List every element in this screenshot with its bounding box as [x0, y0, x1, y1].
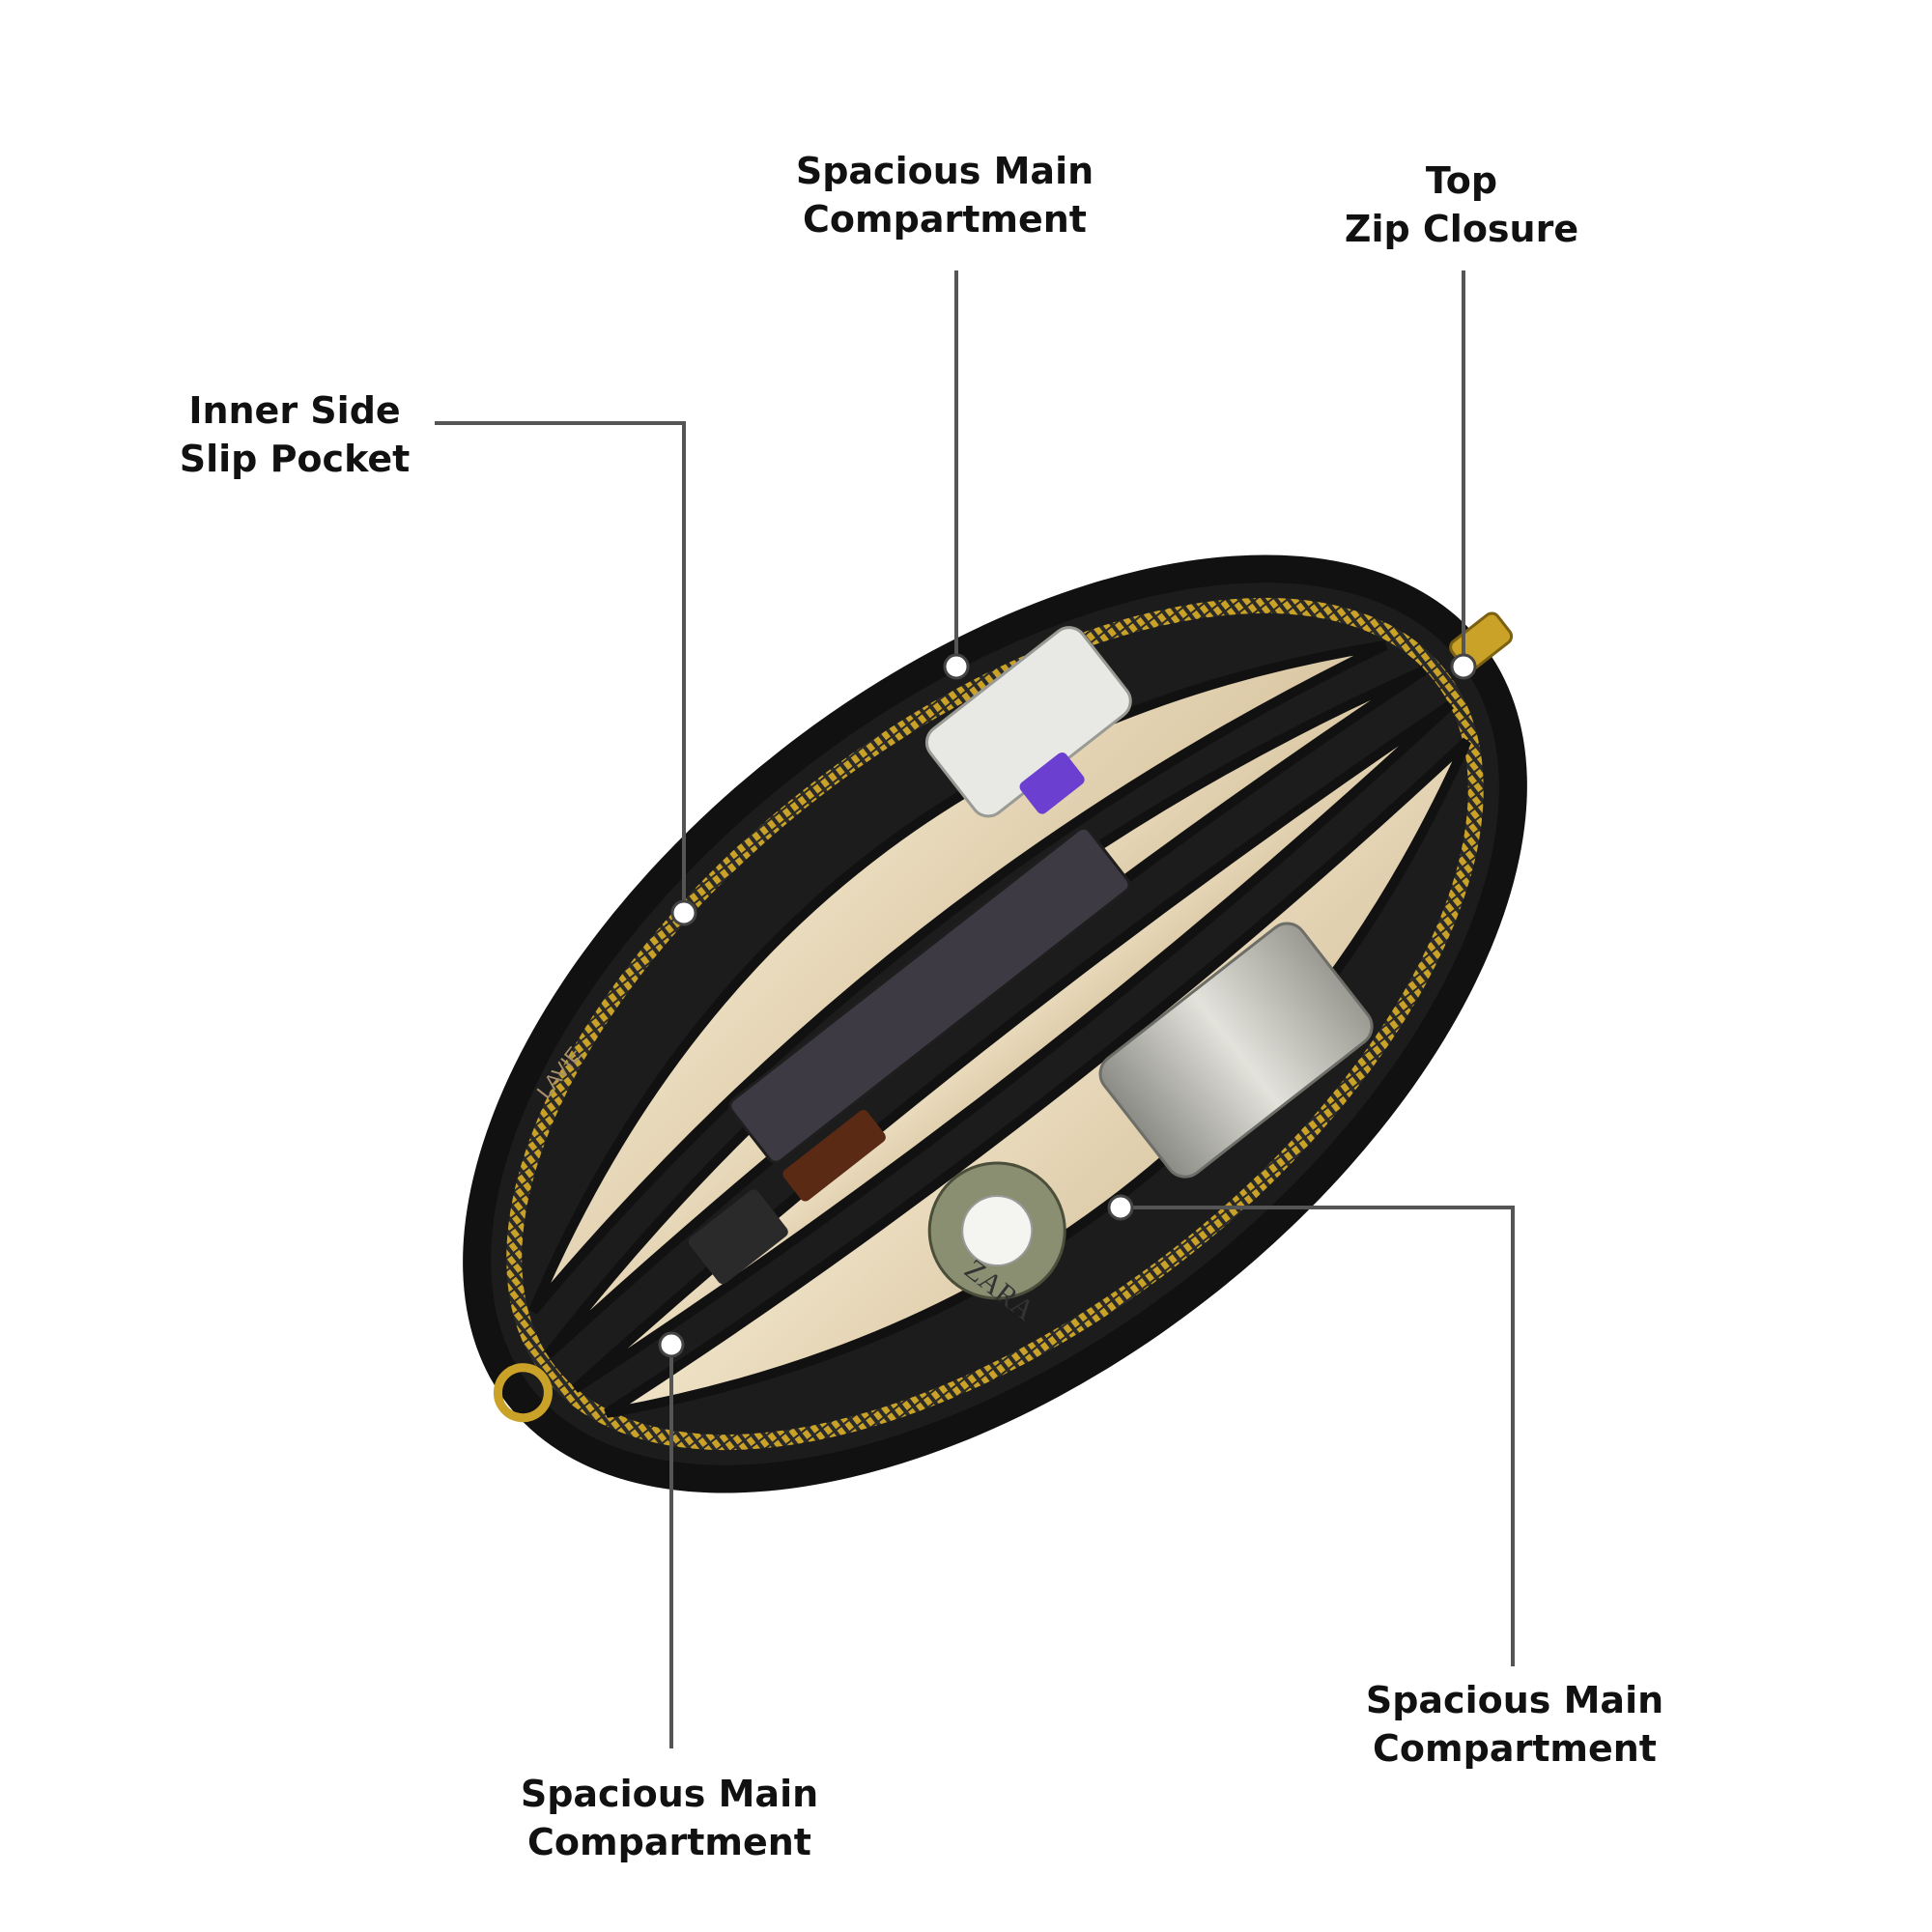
perfume-cap: [961, 1194, 1034, 1266]
callout-label-main-top: Spacious Main Compartment: [796, 147, 1094, 243]
sunglasses-item: [782, 1110, 886, 1202]
callout-dots: [658, 653, 1477, 1358]
leader-line-main-right: [1121, 1206, 1515, 1666]
callout-line: Spacious Main: [1365, 1679, 1664, 1721]
callout-label-main-bottom-left: Spacious Main Compartment: [521, 1770, 818, 1866]
leader-line-slip: [435, 421, 686, 913]
compartment-lining-4: [604, 737, 1471, 1418]
leader-lines: [435, 270, 1515, 1748]
callout-label-slip: Inner Side Slip Pocket: [180, 386, 411, 483]
compartment-lining-1: [528, 640, 1388, 1315]
callout-line: Top: [1425, 159, 1498, 202]
callout-line: Slip Pocket: [179, 438, 411, 480]
callout-dot-main-top: [943, 653, 970, 680]
callout-line: Zip Closure: [1344, 208, 1579, 250]
callout-line: Inner Side: [188, 389, 401, 432]
callout-dot-zip: [1450, 653, 1477, 680]
callout-dot-main-bottom-left: [658, 1331, 685, 1358]
callout-label-zip: Top Zip Closure: [1345, 156, 1578, 253]
callout-line: Compartment: [1373, 1727, 1657, 1770]
notebook-item: [728, 826, 1131, 1164]
callout-label-main-right: Spacious Main Compartment: [1366, 1676, 1663, 1773]
callout-dot-slip: [670, 899, 697, 926]
usb-cable-item: [1019, 752, 1085, 814]
callout-dot-main-right: [1107, 1194, 1134, 1221]
callout-line: Compartment: [527, 1821, 811, 1863]
callout-line: Spacious Main: [520, 1773, 819, 1815]
strap-ring: [493, 1363, 553, 1423]
callout-line: Spacious Main: [795, 150, 1094, 192]
zipper-track: [506, 598, 1484, 1450]
tin-container-item: [1098, 922, 1374, 1179]
makeup-item: [688, 1189, 788, 1285]
callout-line: Compartment: [803, 198, 1087, 241]
